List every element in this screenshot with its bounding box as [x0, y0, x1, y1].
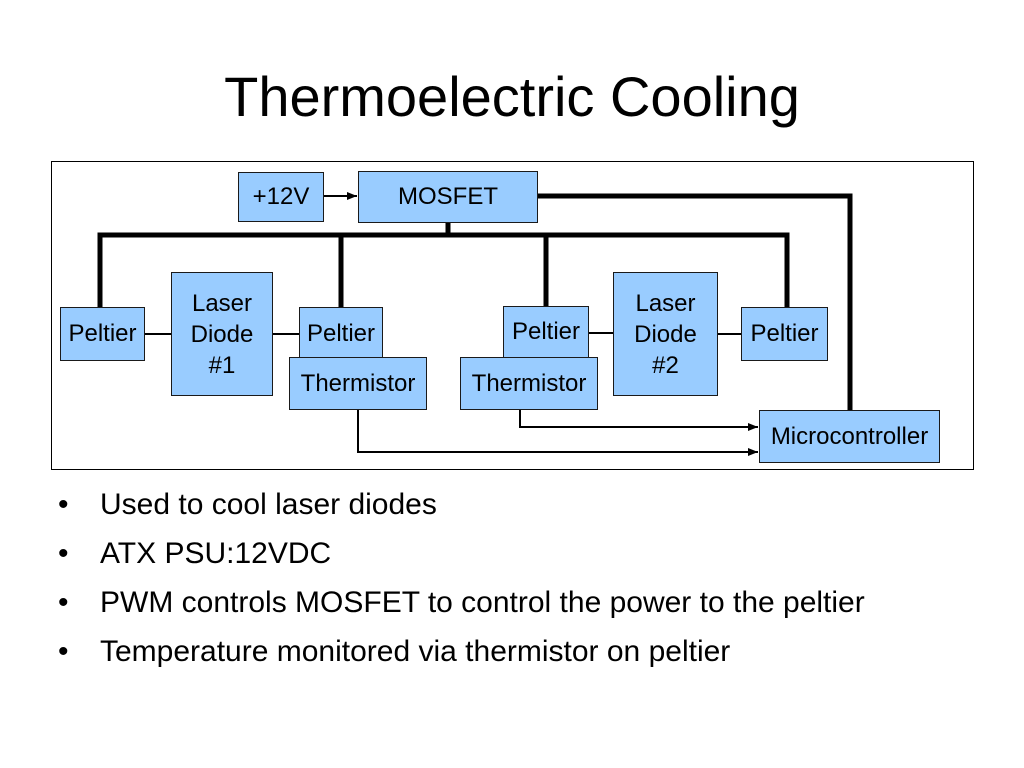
thermistor-1-box: Thermistor	[289, 357, 427, 410]
laser-diode-1-line-2: Diode	[190, 320, 254, 348]
arrow-thermistor-1-to-microcontroller	[357, 410, 758, 456]
peltier-1-label: Peltier	[68, 320, 137, 347]
thermistor-2-box: Thermistor	[460, 357, 598, 410]
microcontroller-box: Microcontroller	[759, 410, 940, 463]
peltier-4-label: Peltier	[750, 320, 819, 347]
laser-diode-1-line-1: Laser	[191, 289, 253, 317]
mosfet-label: MOSFET	[398, 183, 498, 210]
bullet-text: Temperature monitored via thermistor on …	[100, 635, 731, 668]
peltier-3-label: Peltier	[511, 318, 581, 345]
supply-label: +12V	[252, 183, 310, 210]
bullet-item: Temperature monitored via thermistor on …	[0, 627, 865, 676]
bullet-text: Used to cool laser diodes	[100, 488, 437, 521]
bullet-item: PWM controls MOSFET to control the power…	[0, 578, 865, 627]
arrow-thermistor-2-to-microcontroller	[519, 410, 758, 431]
laser-diode-1-line-3: #1	[208, 351, 236, 379]
laser-diode-2-line-3: #2	[652, 351, 679, 379]
bullet-item: ATX PSU:12VDC	[0, 529, 865, 578]
bullet-text: PWM controls MOSFET to control the power…	[100, 586, 865, 619]
slide-title: Thermoelectric Cooling	[224, 65, 800, 128]
thermistor-2-label: Thermistor	[471, 369, 587, 397]
microcontroller-label: Microcontroller	[770, 422, 929, 450]
mosfet-box: MOSFET	[358, 171, 538, 223]
peltier-4-box: Peltier	[741, 307, 828, 361]
thermistor-1-label: Thermistor	[300, 369, 416, 397]
bullet-text: ATX PSU:12VDC	[100, 537, 332, 570]
laser-diode-1-box: Laser Diode #1	[171, 272, 273, 396]
peltier-2-box: Peltier	[299, 307, 383, 361]
power-bus-line	[97, 232, 790, 307]
bullet-item: Used to cool laser diodes	[0, 480, 865, 529]
laser-diode-2-box: Laser Diode #2	[613, 272, 718, 396]
bullet-list: Used to cool laser diodes ATX PSU:12VDC …	[0, 480, 865, 676]
supply-box: +12V	[238, 172, 324, 222]
peltier-1-box: Peltier	[60, 307, 145, 361]
laser-diode-2-line-1: Laser	[635, 289, 696, 317]
laser-diode-2-line-2: Diode	[634, 320, 697, 348]
peltier-2-label: Peltier	[306, 320, 376, 347]
diagram-frame	[51, 161, 974, 470]
peltier-3-box: Peltier	[503, 306, 589, 358]
power-line-mosfet-to-microcontroller	[538, 193, 853, 410]
